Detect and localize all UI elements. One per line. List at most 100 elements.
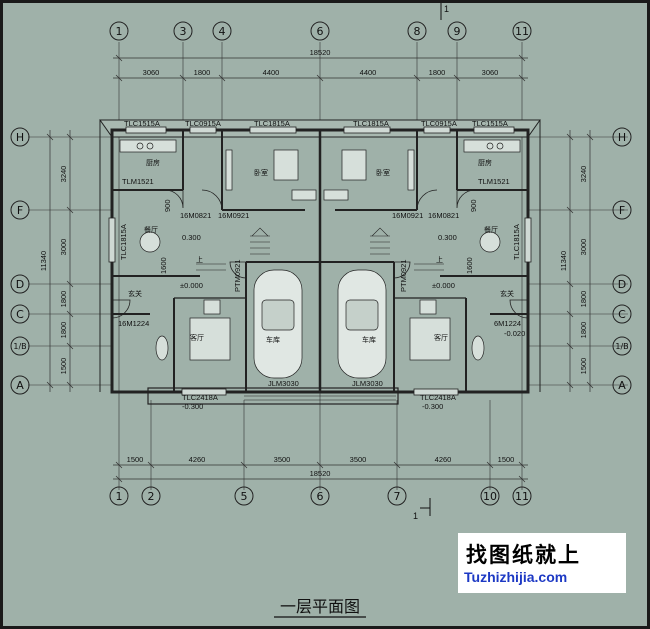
dim-top-total: 18520 xyxy=(310,48,331,57)
dim-right-2: 1800 xyxy=(579,291,588,308)
label-elev-m0020: -0.020 xyxy=(504,329,525,338)
dim-left-0: 3240 xyxy=(59,166,68,183)
label-900-left: 900 xyxy=(163,199,172,212)
axis-bubbles-right: H F D C 1/B A xyxy=(612,127,632,395)
label-m0921-left: 16M0921 xyxy=(218,211,249,220)
room-foyer-right: 玄关 xyxy=(500,289,514,298)
axis-top-9: 9 xyxy=(454,25,461,38)
label-elev-0300-right: 0.300 xyxy=(438,233,457,242)
label-tlc2418a-left: TLC2418A xyxy=(182,393,218,402)
room-dining-left: 餐厅 xyxy=(144,225,158,234)
dim-left-total: 11340 xyxy=(39,251,48,271)
dimension-lines xyxy=(46,54,594,483)
section-mark-south: 1 xyxy=(413,511,418,521)
room-garage-right: 车库 xyxy=(362,335,376,344)
axis-right-h: H xyxy=(618,131,626,144)
dim-left-1: 3000 xyxy=(59,239,68,256)
axis-left-c: C xyxy=(16,308,24,321)
watermark-text: 找图纸就上 xyxy=(466,543,581,567)
room-garage-left: 车库 xyxy=(266,335,280,344)
axis-left-h: H xyxy=(16,131,24,144)
axis-left-1b: 1/B xyxy=(13,342,26,351)
label-m0921-right: 16M0921 xyxy=(392,211,423,220)
label-tlm1521-left: TLM1521 xyxy=(122,177,154,186)
axis-bottom-2: 2 xyxy=(148,490,155,503)
label-tlc0915a-left: TLC0915A xyxy=(185,119,221,128)
dim-bottom-2: 3500 xyxy=(274,455,291,464)
watermark-badge: 找图纸就上 Tuzhizhijia.com xyxy=(458,533,626,593)
section-mark-north: 1 xyxy=(444,4,449,14)
dim-left-4: 1500 xyxy=(59,358,68,375)
label-up-left: 上 xyxy=(196,255,203,264)
entrance-steps xyxy=(244,387,396,401)
label-elev-m0300-left: -0.300 xyxy=(182,402,203,411)
axis-top-1: 1 xyxy=(116,25,123,38)
dim-right-0: 3240 xyxy=(579,166,588,183)
label-jlm3030-left: JLM3030 xyxy=(268,379,299,388)
room-kitchen-right: 厨房 xyxy=(478,158,492,167)
label-m1224-right: 6M1224 xyxy=(494,319,521,328)
section-marks xyxy=(420,3,442,516)
dimension-text-left: 3240 3000 1800 1800 1500 11340 xyxy=(39,166,68,375)
axis-right-d: D xyxy=(618,278,626,291)
label-tlc2418a-right: TLC2418A xyxy=(420,393,456,402)
room-kitchen-left: 厨房 xyxy=(146,158,160,167)
dim-right-3: 1800 xyxy=(579,322,588,339)
label-ptm0921-right: PTM0921 xyxy=(399,259,408,292)
label-tlc1515a-right: TLC1515A xyxy=(472,119,508,128)
dim-top-3: 4400 xyxy=(360,68,377,77)
axis-top-6: 6 xyxy=(317,25,324,38)
axis-bubbles-top: 1 3 4 6 8 9 11 xyxy=(109,21,532,41)
label-jlm3030-right: JLM3030 xyxy=(352,379,383,388)
component-labels: TLC1515A TLC0915A TLC1815A TLC1815A TLC0… xyxy=(118,119,525,411)
axis-right-a: A xyxy=(618,379,626,392)
label-1600-right: 1600 xyxy=(465,257,474,274)
dining-table-left xyxy=(139,231,161,253)
room-bedroom-right: 卧室 xyxy=(376,168,390,177)
room-names: 厨房 厨房 卧室 卧室 餐厅 餐厅 玄关 玄关 客厅 客厅 车库 车库 上 上 xyxy=(128,158,514,344)
dim-top-2: 4400 xyxy=(263,68,280,77)
label-m0821-left: 16M0821 xyxy=(180,211,211,220)
sofa-right xyxy=(409,317,451,361)
dim-top-5: 3060 xyxy=(482,68,499,77)
axis-right-1b: 1/B xyxy=(615,342,628,351)
axis-top-4: 4 xyxy=(219,25,226,38)
dimension-text-top: 18520 3060 1800 4400 4400 1800 3060 xyxy=(143,48,499,77)
dining-table-right xyxy=(479,231,501,253)
dim-bottom-5: 1500 xyxy=(498,455,515,464)
dim-bottom-4: 4260 xyxy=(435,455,452,464)
axis-bubbles-bottom: 1 2 5 6 7 10 11 xyxy=(109,486,532,506)
axis-bubbles-left: H F D C 1/B A xyxy=(10,127,30,395)
dim-left-2: 1800 xyxy=(59,291,68,308)
label-elev-000-left: ±0.000 xyxy=(180,281,203,290)
axis-right-c: C xyxy=(618,308,626,321)
axis-left-a: A xyxy=(16,379,24,392)
label-tlc0915a-right: TLC0915A xyxy=(421,119,457,128)
bed-left xyxy=(273,149,299,181)
room-foyer-left: 玄关 xyxy=(128,289,142,298)
dim-right-total: 11340 xyxy=(559,251,568,271)
axis-right-f: F xyxy=(619,204,625,217)
dimension-text-bottom: 1500 4260 3500 3500 4260 1500 18520 xyxy=(127,455,515,478)
label-m1224-left: 16M1224 xyxy=(118,319,149,328)
axis-top-11: 11 xyxy=(515,25,529,38)
axis-bottom-1: 1 xyxy=(116,490,123,503)
room-living-right: 客厅 xyxy=(434,333,448,342)
room-living-left: 客厅 xyxy=(190,333,204,342)
axis-top-8: 8 xyxy=(414,25,421,38)
axis-bottom-6: 6 xyxy=(317,490,324,503)
axis-top-3: 3 xyxy=(180,25,187,38)
label-tlc1815a-v-left: TLC1815A xyxy=(119,224,128,260)
dim-top-1: 1800 xyxy=(194,68,211,77)
dim-right-4: 1500 xyxy=(579,358,588,375)
room-dining-right: 餐厅 xyxy=(484,225,498,234)
label-elev-000-right: ±0.000 xyxy=(432,281,455,290)
dim-top-0: 3060 xyxy=(143,68,160,77)
label-tlc1515a-left: TLC1515A xyxy=(124,119,160,128)
axis-bottom-11: 11 xyxy=(515,490,529,503)
watermark-url: Tuzhizhijia.com xyxy=(464,569,568,585)
dim-top-4: 1800 xyxy=(429,68,446,77)
windows xyxy=(108,126,532,396)
